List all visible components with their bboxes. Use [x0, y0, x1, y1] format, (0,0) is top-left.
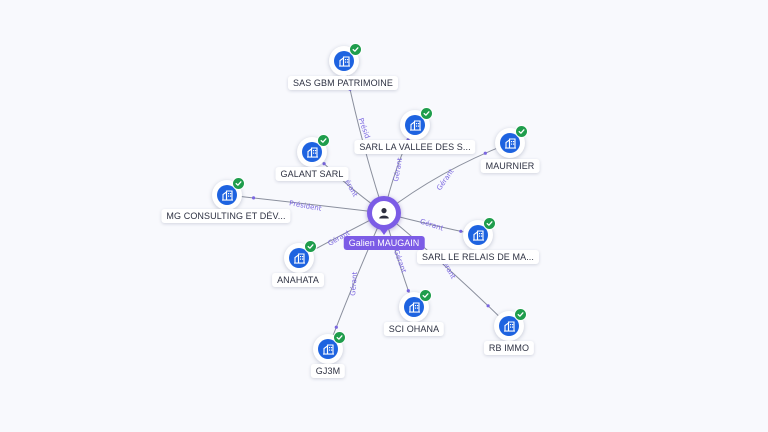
company-label[interactable]: MG CONSULTING ET DÉV...	[161, 209, 291, 223]
company-badge	[318, 339, 338, 359]
company-icon[interactable]	[212, 177, 245, 210]
edge-arrow-sci-ohana	[406, 289, 410, 293]
company-icon[interactable]	[297, 134, 330, 167]
company-label[interactable]: GALANT SARL	[275, 167, 349, 181]
person-pin[interactable]	[367, 196, 401, 235]
building-icon	[306, 146, 318, 158]
company-icon[interactable]	[284, 240, 317, 273]
checkmark-icon	[517, 312, 524, 317]
edge-label-maurnier: Gérant	[435, 167, 456, 192]
checkmark-icon	[518, 129, 525, 134]
company-badge	[289, 248, 309, 268]
company-icon[interactable]	[400, 107, 433, 140]
company-badge	[468, 225, 488, 245]
building-icon	[221, 189, 233, 201]
company-label[interactable]: SARL LE RELAIS DE MA...	[416, 250, 540, 264]
building-icon	[322, 343, 334, 355]
verified-check-icon	[304, 240, 317, 253]
company-label[interactable]: MAURNIER	[480, 159, 540, 173]
company-badge	[217, 185, 237, 205]
company-badge	[334, 51, 354, 71]
company-icon[interactable]	[495, 125, 528, 158]
company-label[interactable]: SCI OHANA	[383, 322, 445, 336]
company-badge	[500, 133, 520, 153]
verified-check-icon	[515, 125, 528, 138]
edge-arrow-maurnier	[483, 151, 487, 155]
company-label[interactable]: SAS GBM PATRIMOINE	[288, 76, 398, 90]
company-badge	[405, 115, 425, 135]
company-icon[interactable]	[494, 308, 527, 341]
edge-arrow-mg-consulting	[252, 196, 256, 200]
edge-arrow-rb-immo	[486, 304, 490, 308]
company-badge	[404, 297, 424, 317]
person-icon	[379, 208, 389, 219]
edge-arrow-sarl-relais	[459, 229, 463, 233]
verified-check-icon	[420, 107, 433, 120]
edge-label-sarl-relais: Gérant	[419, 218, 445, 233]
person-label[interactable]: Galien MAUGAIN	[343, 236, 425, 250]
checkmark-icon	[423, 111, 430, 116]
verified-check-icon	[514, 308, 527, 321]
edge-rb-immo	[383, 212, 510, 327]
edge-label-sarl-vallee: Gérant	[392, 157, 404, 182]
verified-check-icon	[333, 331, 346, 344]
building-icon	[293, 252, 305, 264]
building-icon	[472, 229, 484, 241]
company-label[interactable]: ANAHATA	[272, 273, 324, 287]
verified-check-icon	[232, 177, 245, 190]
edge-label-sas-gbm: Présid	[357, 117, 372, 140]
company-label[interactable]: SARL LA VALLEE DES S...	[354, 140, 476, 154]
verified-check-icon	[483, 217, 496, 230]
building-icon	[504, 137, 516, 149]
checkmark-icon	[307, 244, 314, 249]
company-badge	[499, 316, 519, 336]
company-icon[interactable]	[399, 289, 432, 322]
checkmark-icon	[352, 47, 359, 52]
building-icon	[409, 119, 421, 131]
building-icon	[503, 320, 515, 332]
verified-check-icon	[349, 43, 362, 56]
company-badge	[302, 142, 322, 162]
company-label[interactable]: RB IMMO	[483, 341, 535, 355]
edge-arrow-galant	[322, 162, 326, 166]
checkmark-icon	[320, 138, 327, 143]
edge-mg-consulting	[226, 194, 385, 214]
building-icon	[408, 301, 420, 313]
building-icon	[338, 55, 350, 67]
edge-label-mg-consulting: Président	[289, 199, 323, 213]
edge-label-sci-ohana: Gérant	[392, 249, 408, 275]
verified-check-icon	[317, 134, 330, 147]
edge-arrow-gj3m	[334, 325, 338, 329]
company-icon[interactable]	[463, 217, 496, 250]
company-icon[interactable]	[329, 43, 362, 76]
company-label[interactable]: GJ3M	[310, 364, 346, 378]
checkmark-icon	[336, 335, 343, 340]
verified-check-icon	[419, 289, 432, 302]
checkmark-icon	[422, 293, 429, 298]
company-icon[interactable]	[313, 331, 346, 364]
edge-label-gj3m: Gérant	[349, 271, 359, 296]
checkmark-icon	[235, 181, 242, 186]
checkmark-icon	[486, 221, 493, 226]
